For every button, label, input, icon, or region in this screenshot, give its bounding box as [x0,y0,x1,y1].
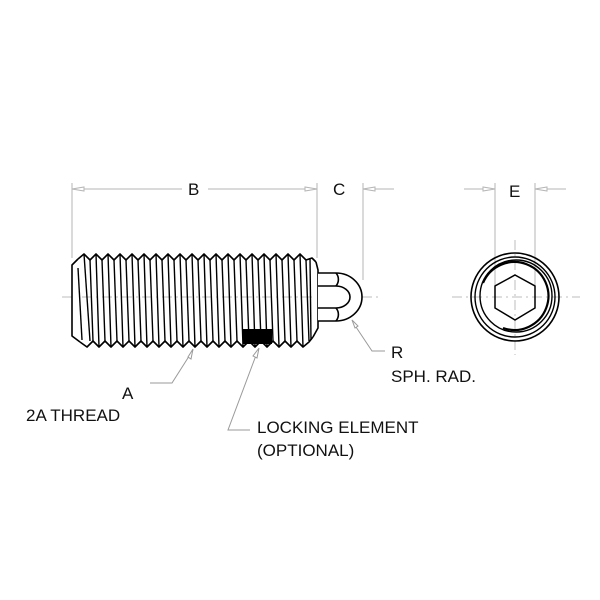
thread-lines [77,253,312,348]
leader-lines [150,319,385,431]
locking-element-label: LOCKING ELEMENT [257,418,419,437]
extension-lines [71,183,536,285]
locking-element-optional-label: (OPTIONAL) [257,441,355,460]
dimension-b-label: B [188,180,200,199]
dimension-lines [71,186,566,192]
locking-element [243,329,272,344]
dimension-c-label: C [333,180,346,199]
radius-callout-desc: SPH. RAD. [391,367,477,386]
end-view [470,252,560,342]
thread-callout-desc: 2A THREAD [26,406,121,425]
hex-socket [494,274,536,321]
dimension-e-label: E [509,182,521,201]
thread-callout-letter: A [122,384,134,403]
plunger-nose [318,272,363,322]
radius-callout-letter: R [391,343,404,362]
